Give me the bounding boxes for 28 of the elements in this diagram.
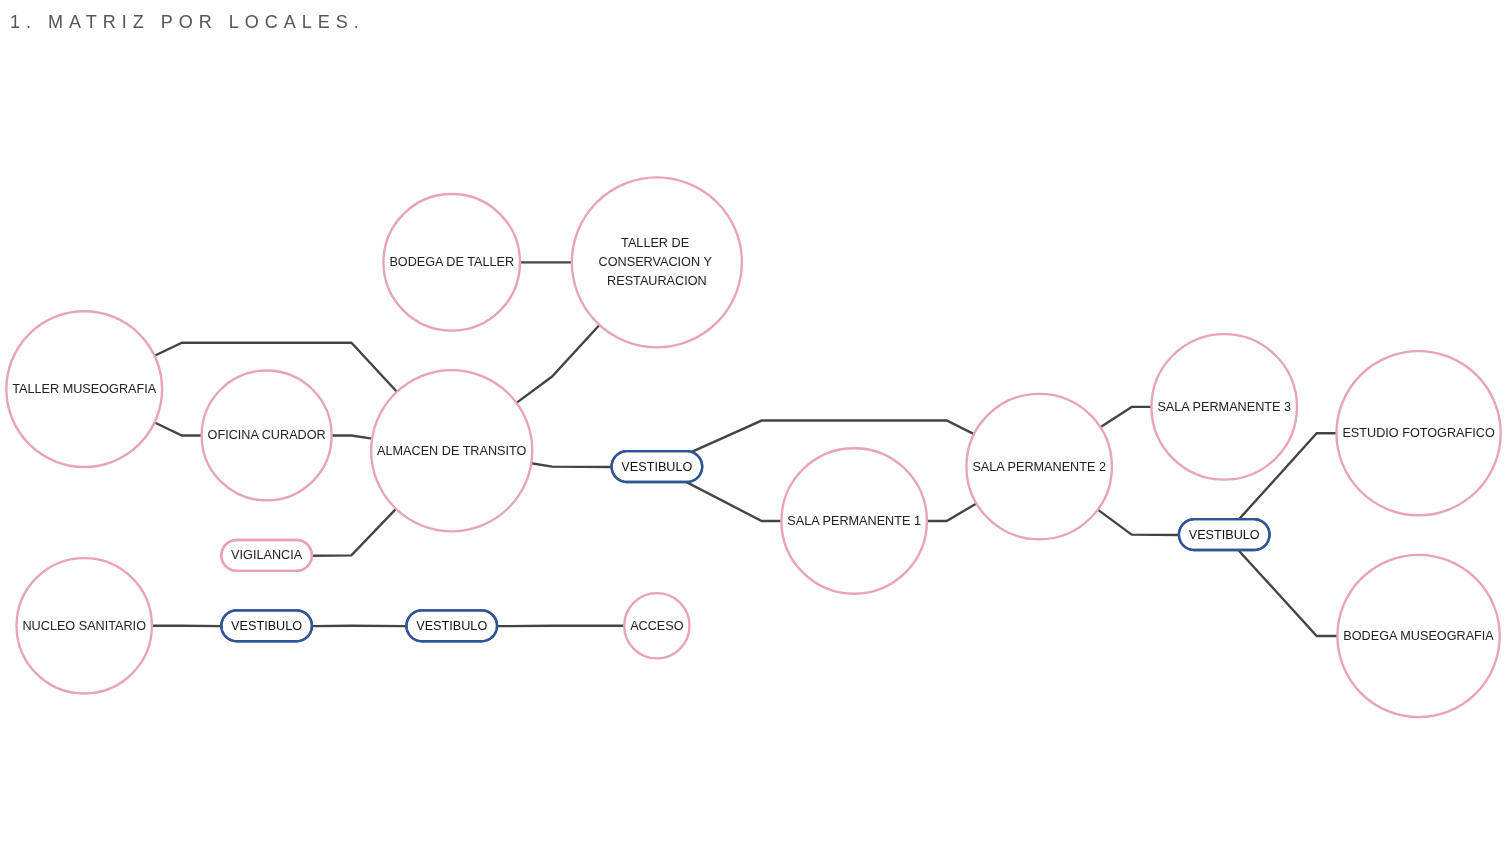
connector [686, 481, 782, 523]
connector [154, 421, 202, 437]
connector [1099, 405, 1152, 429]
node-circle: BODEGA DE TALLER [382, 193, 522, 333]
node-circle: TALLER DE CONSERVACION Y RESTAURACION [570, 176, 744, 349]
node-circle: NUCLEO SANITARIO [15, 557, 154, 695]
node-circle: SALA PERMANENTE 1 [780, 447, 929, 596]
connector [312, 624, 407, 628]
node-circle: BODEGA MUSEOGRAFIA [1336, 553, 1501, 719]
node-circle: ALMACEN DE TRANSITO [369, 369, 534, 533]
node-circle: ESTUDIO FOTOGRAFICO [1335, 350, 1502, 517]
connector [515, 324, 601, 405]
node-circle: SALA PERMANENTE 3 [1150, 333, 1299, 482]
connector [154, 341, 398, 393]
connector [497, 624, 625, 628]
connector [331, 434, 373, 441]
connector [690, 419, 975, 454]
diagram-title: 1. MATRIZ POR LOCALES. [10, 12, 365, 33]
connector [151, 624, 222, 628]
connector [531, 462, 612, 469]
node-circle: TALLER MUSEOGRAFIA [5, 310, 164, 469]
node-circle: ACCESO [623, 592, 691, 660]
node-circle: OFICINA CURADOR [200, 369, 333, 502]
connector [520, 261, 572, 264]
connector [926, 502, 978, 523]
node-circle: SALA PERMANENTE 2 [965, 392, 1114, 541]
connector [1097, 508, 1180, 537]
connector [312, 508, 397, 558]
